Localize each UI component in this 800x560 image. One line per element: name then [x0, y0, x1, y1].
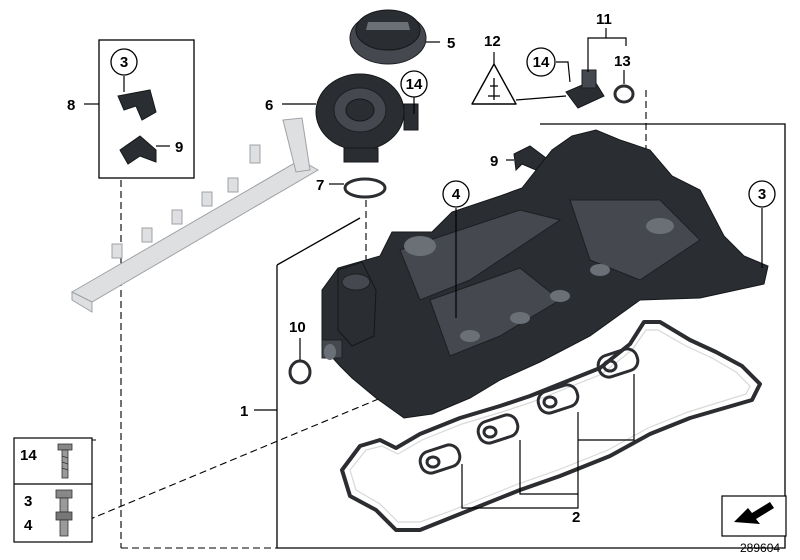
legend-label-3: 3 — [24, 493, 32, 510]
callout-10: 10 — [289, 319, 306, 336]
cylinder-head-cover — [321, 129, 769, 419]
callout-11: 11 — [596, 11, 612, 28]
oring-7 — [343, 177, 387, 199]
cover-gasket — [340, 320, 762, 532]
callout-labels: 5 6 7 8 9 9 10 11 12 13 1 2 — [67, 11, 631, 526]
fuel-rail — [70, 117, 320, 313]
plug-seal — [596, 347, 640, 379]
callout-13: 13 — [614, 53, 631, 70]
callout-6: 6 — [265, 97, 273, 114]
plug-seal — [536, 383, 580, 415]
leader-lines — [84, 28, 763, 509]
callout-3-box: 3 — [110, 48, 138, 76]
oil-filler-cap — [349, 9, 427, 65]
callout-12: 12 — [484, 33, 501, 50]
electrical-connector-icon — [471, 63, 517, 105]
callout-7: 7 — [316, 177, 324, 194]
svg-text:14: 14 — [406, 76, 423, 93]
rail-clamp-upper — [117, 89, 157, 121]
callout-4: 4 — [442, 180, 470, 208]
plug-seal — [476, 413, 520, 445]
camshaft-sensor — [565, 69, 605, 109]
oring-13 — [613, 84, 635, 104]
plug-seal — [418, 443, 462, 475]
rail-clamp-box — [98, 39, 195, 179]
legend-label-14: 14 — [20, 447, 37, 464]
svg-text:14: 14 — [533, 54, 550, 71]
callout-2: 2 — [572, 509, 580, 526]
fastener-legend: 14 3 4 — [13, 437, 93, 543]
callout-9-box: 9 — [175, 139, 183, 156]
diagram-number: 289604 — [740, 541, 780, 555]
rail-clamp-lower — [119, 135, 157, 165]
callout-9-cover: 9 — [490, 153, 498, 170]
oring-10 — [288, 359, 312, 385]
svg-text:4: 4 — [452, 186, 461, 203]
oil-separator — [315, 73, 419, 163]
callout-14-cap: 14 — [400, 70, 428, 98]
svg-text:3: 3 — [120, 54, 128, 71]
callout-5: 5 — [447, 35, 455, 52]
direction-arrow-icon — [721, 495, 787, 537]
legend-label-4: 4 — [24, 517, 33, 534]
callout-1: 1 — [240, 403, 248, 420]
callout-8: 8 — [67, 97, 75, 114]
stud-icon — [55, 489, 73, 537]
svg-text:3: 3 — [758, 186, 766, 203]
plug-seals — [418, 347, 640, 475]
screw-icon — [57, 443, 73, 479]
callout-14-sensor: 14 — [526, 47, 556, 77]
callout-3-cover: 3 — [748, 180, 776, 208]
